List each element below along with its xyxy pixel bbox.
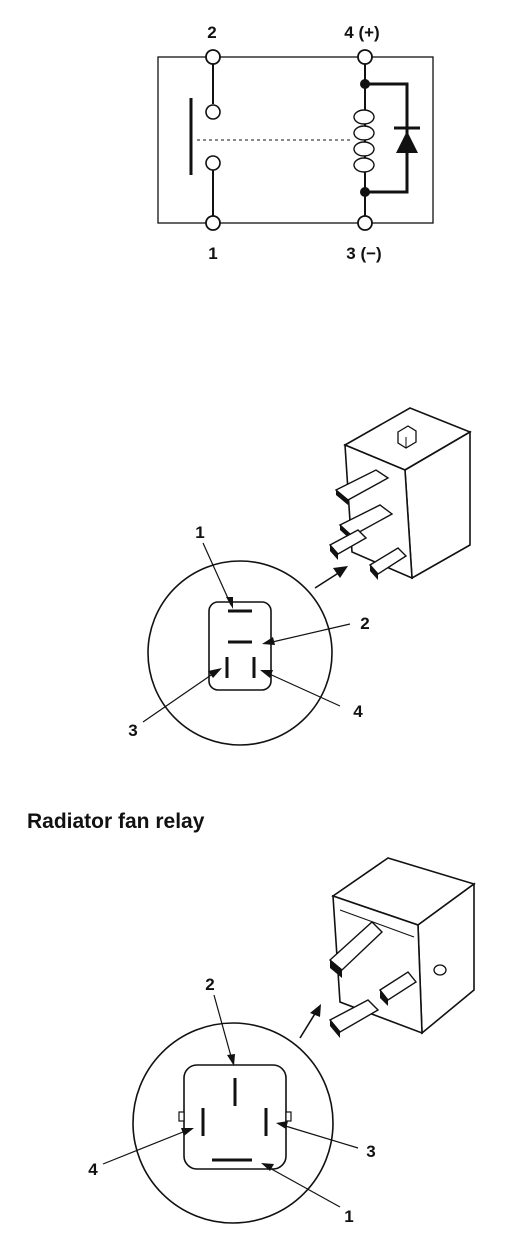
- terminal-3: [357, 215, 373, 231]
- coil-icon: [353, 109, 375, 173]
- terminal-2: [205, 49, 221, 65]
- relay-one-body-illustration: [328, 407, 472, 580]
- diode-icon: [394, 126, 420, 153]
- relay-housing-outline: [157, 56, 434, 224]
- relay-two-pinout: 2 3 4 1: [88, 975, 375, 1226]
- switch-contact-upper: [205, 104, 221, 120]
- relay-one-label-pin-2: 2: [360, 614, 369, 633]
- label-terminal-3: 3 (−): [346, 244, 381, 263]
- relay-two-socket-tab-left: [178, 1111, 185, 1122]
- relay-two-socket-tab-right: [285, 1111, 292, 1122]
- relay-one-label-pin-4: 4: [353, 702, 363, 721]
- relay-two-label-pin-2: 2: [205, 975, 214, 994]
- relay-two-magnifier-circle: [132, 1022, 334, 1224]
- relay-two-arrow: [299, 1004, 321, 1039]
- label-terminal-1: 1: [208, 244, 217, 263]
- label-terminal-4: 4 (+): [344, 23, 379, 42]
- relay-one-magnifier-circle: [147, 560, 333, 746]
- radiator-fan-relay-title: Radiator fan relay: [27, 810, 205, 833]
- relay-one-label-pin-1: 1: [195, 523, 204, 542]
- relay-two-label-pin-3: 3: [366, 1142, 375, 1161]
- switch-contact-lower: [205, 155, 221, 171]
- relay-one-socket: [208, 601, 272, 691]
- relay-two-label-pin-4: 4: [88, 1160, 98, 1179]
- relay-schematic: 2 4 (+) 1 3 (−): [157, 23, 434, 263]
- terminal-4: [357, 49, 373, 65]
- relay-two-body-illustration: [328, 857, 476, 1038]
- relay-two-label-pin-1: 1: [344, 1207, 353, 1226]
- relay-one-label-pin-3: 3: [128, 721, 137, 740]
- relay-one-pinout: 1 2 3 4: [128, 523, 370, 746]
- relay-one-arrow: [314, 566, 348, 589]
- label-terminal-2: 2: [207, 23, 216, 42]
- terminal-1: [205, 215, 221, 231]
